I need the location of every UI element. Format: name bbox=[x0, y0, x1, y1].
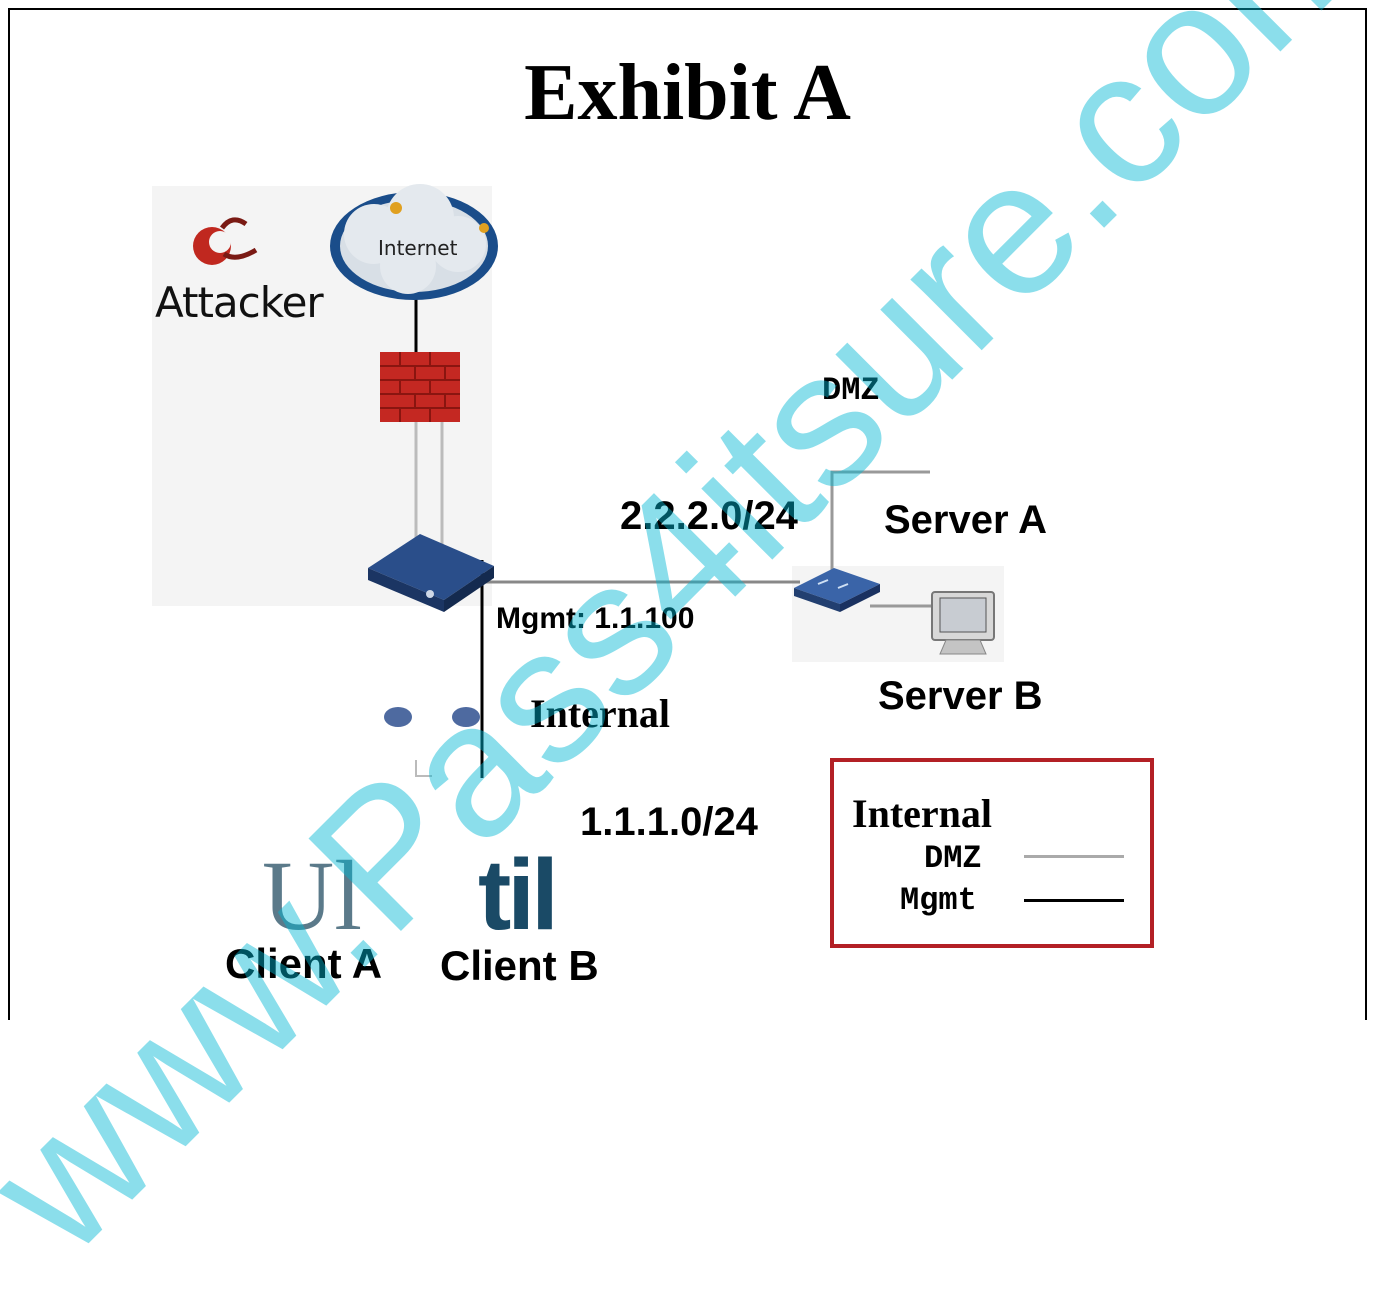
attacker-label: Attacker bbox=[155, 278, 324, 327]
server-b-label: Server B bbox=[878, 674, 1043, 718]
client-a-glyph: Ul bbox=[262, 840, 362, 951]
legend-dmz-label: DMZ bbox=[924, 840, 982, 877]
legend-mgmt-line bbox=[1024, 899, 1124, 902]
network-diagram bbox=[193, 184, 995, 778]
page-title: Exhibit A bbox=[524, 49, 851, 137]
idp-appliance-icon bbox=[368, 534, 494, 612]
page-frame bbox=[8, 8, 1367, 1020]
attacker-icon bbox=[193, 217, 258, 265]
legend-box: Internal DMZ Mgmt bbox=[830, 758, 1154, 948]
server-b-monitor-icon bbox=[931, 591, 995, 655]
dmz-network-label: 2.2.2.0/24 bbox=[620, 494, 798, 538]
firewall-icon bbox=[380, 352, 460, 422]
client-a-label: Client A bbox=[225, 940, 383, 987]
internet-label: Internet bbox=[378, 236, 458, 260]
client-b-glyph: til bbox=[478, 839, 559, 951]
dmz-zone-label: DMZ bbox=[822, 372, 880, 409]
dmz-switch-icon bbox=[794, 568, 880, 612]
client-stub bbox=[415, 760, 432, 777]
legend-mgmt-label: Mgmt bbox=[900, 882, 977, 919]
server-a-link bbox=[830, 470, 930, 575]
legend-title: Internal bbox=[852, 791, 992, 836]
internal-node-dot bbox=[384, 707, 412, 727]
internal-node-dot bbox=[452, 707, 480, 727]
legend-dmz-line bbox=[1024, 855, 1124, 858]
client-b-label: Client B bbox=[440, 942, 599, 989]
internal-zone-label: Internal bbox=[530, 691, 670, 736]
server-a-label: Server A bbox=[884, 498, 1048, 542]
mgmt-ip-label: Mgmt: 1.1.100 bbox=[496, 602, 695, 635]
internal-network-label: 1.1.1.0/24 bbox=[580, 800, 758, 844]
internet-cloud-icon bbox=[330, 184, 498, 300]
